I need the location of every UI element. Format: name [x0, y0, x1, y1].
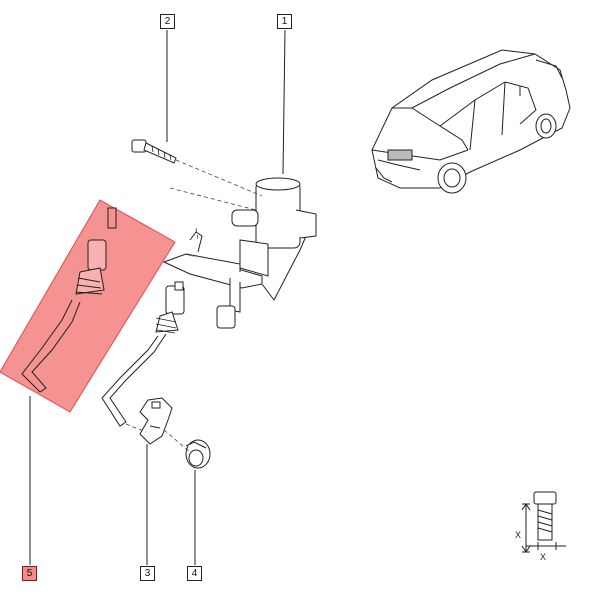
- callout-2[interactable]: 2: [160, 14, 175, 29]
- part-4-grommet[interactable]: [185, 439, 211, 469]
- torque-axis-label: X: [515, 530, 521, 540]
- torque-axis-label-bottom: X: [540, 552, 546, 562]
- clutch-hose[interactable]: [101, 281, 185, 427]
- callout-1[interactable]: 1: [277, 14, 292, 29]
- part-5-highlight[interactable]: [0, 199, 176, 413]
- leader-lines: [29, 29, 286, 565]
- callout-5[interactable]: 5: [22, 566, 37, 581]
- car-illustration: [371, 49, 571, 194]
- torque-symbol: [521, 491, 566, 553]
- part-2-bolt[interactable]: [131, 139, 177, 164]
- callout-3[interactable]: 3: [140, 566, 155, 581]
- part-3-clip[interactable]: [139, 397, 173, 445]
- part-1-master-cylinder[interactable]: [162, 177, 317, 329]
- part-5-hose-assembly[interactable]: [21, 207, 117, 393]
- callout-4[interactable]: 4: [187, 566, 202, 581]
- assembly-lines: [125, 159, 263, 453]
